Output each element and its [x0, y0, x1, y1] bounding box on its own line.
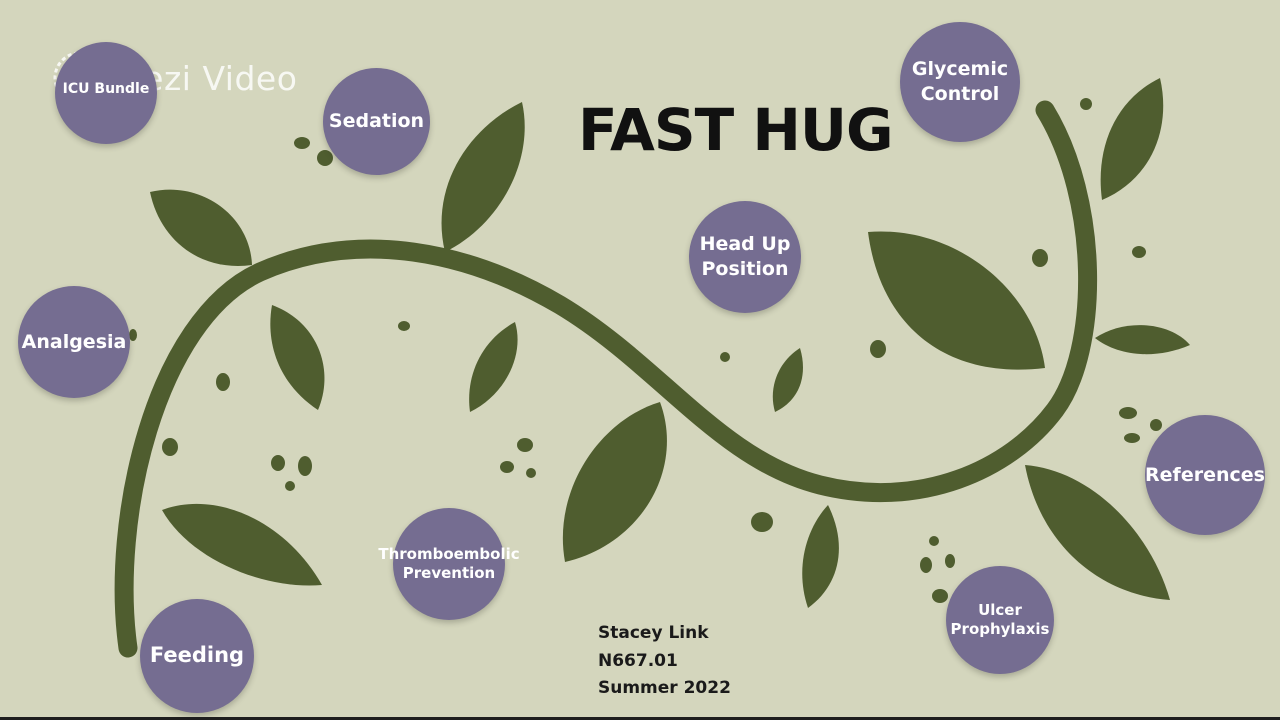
topic-thromboembolic-prevention[interactable]: Thromboembolic Prevention	[378, 508, 520, 620]
leaf-shape	[270, 305, 325, 410]
leaf-shape	[1025, 465, 1170, 600]
bottom-edge-bar	[0, 717, 1280, 720]
author-info: Stacey Link N667.01 Summer 2022	[598, 620, 731, 703]
topic-feeding[interactable]: Feeding	[140, 599, 254, 713]
leaf-shape	[1095, 325, 1190, 355]
topic-sedation[interactable]: Sedation	[323, 68, 430, 175]
topic-label: Glycemic Control	[911, 58, 1009, 105]
topic-label: Sedation	[328, 110, 425, 133]
topic-label: Head Up Position	[699, 233, 791, 280]
leaf-shape	[772, 348, 803, 412]
topic-glycemic-control[interactable]: Glycemic Control	[900, 22, 1020, 142]
course-code: N667.01	[598, 650, 678, 671]
leaf-shape	[469, 322, 518, 412]
leaf-shape	[802, 505, 839, 608]
leaf-shape	[150, 189, 252, 266]
topic-head-up-position[interactable]: Head Up Position	[689, 201, 801, 313]
topic-label: References	[1145, 463, 1265, 486]
topic-label: Ulcer Prophylaxis	[950, 600, 1050, 639]
term: Summer 2022	[598, 678, 731, 698]
topic-ulcer-prophylaxis[interactable]: Ulcer Prophylaxis	[946, 566, 1054, 674]
topic-label: Feeding	[149, 643, 245, 668]
topic-icu-bundle[interactable]: ICU Bundle	[55, 42, 157, 144]
leaf-shape	[162, 503, 322, 586]
leaf-shape	[868, 231, 1045, 370]
topic-analgesia[interactable]: Analgesia	[18, 286, 130, 398]
author-name: Stacey Link	[598, 623, 709, 643]
topic-references[interactable]: References	[1145, 415, 1265, 535]
topic-label: ICU Bundle	[62, 81, 150, 97]
leaf-shape	[1100, 78, 1164, 200]
leaf-shape	[562, 402, 667, 562]
leaf-shape	[441, 102, 525, 252]
vine-stem	[114, 100, 1098, 658]
topic-label: Analgesia	[21, 330, 127, 353]
topic-label: Thromboembolic Prevention	[378, 544, 520, 583]
presentation-title: FAST HUG	[578, 96, 894, 164]
